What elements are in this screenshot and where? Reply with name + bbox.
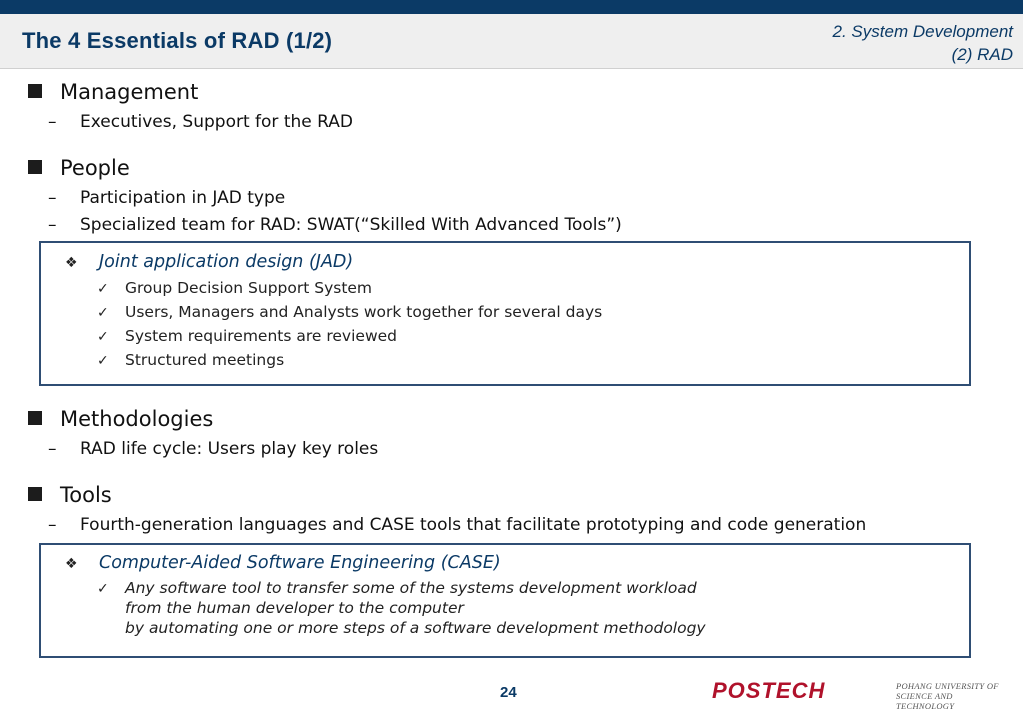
check-item-continuation: by automating one or more steps of a sof… <box>125 619 706 637</box>
heading-text: Methodologies <box>60 407 214 431</box>
jad-box-heading: ❖ Joint application design (JAD) <box>65 251 353 274</box>
sub-item: – Specialized team for RAD: SWAT(“Skilled… <box>48 214 622 236</box>
diamond-bullet-icon: ❖ <box>65 556 78 572</box>
logo-wordmark: POSTECH <box>712 678 826 703</box>
heading-people: People <box>28 155 130 181</box>
case-box-heading-text: Computer-Aided Software Engineering (CAS… <box>99 553 501 573</box>
sub-item: – Executives, Support for the RAD <box>48 111 353 133</box>
square-bullet-icon <box>28 487 42 501</box>
heading-management: Management <box>28 79 198 105</box>
square-bullet-icon <box>28 411 42 425</box>
slide-title: The 4 Essentials of RAD (1/2) <box>22 28 333 53</box>
sub-item-text: Fourth-generation languages and CASE too… <box>80 515 867 535</box>
case-callout-box: ❖ Computer-Aided Software Engineering (CA… <box>39 543 971 658</box>
check-item-text: Group Decision Support System <box>125 279 373 297</box>
checkmark-icon: ✓ <box>97 353 109 369</box>
sub-item-text: Executives, Support for the RAD <box>80 112 353 132</box>
checkmark-icon: ✓ <box>97 329 109 345</box>
heading-methodologies: Methodologies <box>28 406 213 432</box>
logo-university-name: POHANG UNIVERSITY OF SCIENCE AND TECHNOL… <box>896 681 1012 711</box>
sub-item-text: Participation in JAD type <box>80 188 286 208</box>
dash-bullet: – <box>48 188 57 208</box>
logo-line1: POHANG UNIVERSITY OF <box>896 681 999 691</box>
check-item: ✓ Users, Managers and Analysts work toget… <box>97 300 602 325</box>
sub-item: – Fourth-generation languages and CASE to… <box>48 514 866 536</box>
check-item-continuation: from the human developer to the computer <box>125 599 464 617</box>
top-accent-bar <box>0 0 1023 14</box>
section-label-line1: 2. System Development <box>832 22 1013 41</box>
checkmark-icon: ✓ <box>97 281 109 297</box>
jad-box-heading-text: Joint application design (JAD) <box>99 252 354 272</box>
heading-tools: Tools <box>28 482 112 508</box>
dash-bullet: – <box>48 439 57 459</box>
sub-item: – RAD life cycle: Users play key roles <box>48 438 378 460</box>
diamond-bullet-icon: ❖ <box>65 255 78 271</box>
heading-text: Tools <box>60 483 112 507</box>
case-box-heading: ❖ Computer-Aided Software Engineering (CA… <box>65 552 501 575</box>
dash-bullet: – <box>48 112 57 132</box>
check-item: ✓ Group Decision Support System <box>97 276 372 301</box>
check-item-text: Structured meetings <box>125 351 285 369</box>
check-item-text: System requirements are reviewed <box>125 327 397 345</box>
checkmark-icon: ✓ <box>97 581 109 597</box>
check-item-text: Users, Managers and Analysts work togeth… <box>125 303 603 321</box>
sub-item: – Participation in JAD type <box>48 187 285 209</box>
page-number: 24 <box>500 684 517 701</box>
heading-text: People <box>60 156 130 180</box>
section-label: 2. System Development (2) RAD <box>833 20 1013 66</box>
sub-item-text: RAD life cycle: Users play key roles <box>80 439 379 459</box>
logo-line2: SCIENCE AND TECHNOLOGY <box>896 691 955 711</box>
heading-text: Management <box>60 80 199 104</box>
jad-callout-box: ❖ Joint application design (JAD) ✓ Group D… <box>39 241 971 386</box>
check-item: ✓ Structured meetings <box>97 348 284 373</box>
slide-header: The 4 Essentials of RAD (1/2) 2. System … <box>0 14 1023 69</box>
check-item: ✓ System requirements are reviewed <box>97 324 397 349</box>
dash-bullet: – <box>48 515 57 535</box>
section-label-line2: (2) RAD <box>951 45 1013 64</box>
postech-logo: POSTECH POHANG UNIVERSITY OF SCIENCE AND… <box>712 678 1012 711</box>
square-bullet-icon <box>28 160 42 174</box>
square-bullet-icon <box>28 84 42 98</box>
sub-item-text: Specialized team for RAD: SWAT(“Skilled … <box>80 215 622 235</box>
checkmark-icon: ✓ <box>97 305 109 321</box>
dash-bullet: – <box>48 215 57 235</box>
check-item-text: Any software tool to transfer some of th… <box>125 579 697 597</box>
check-item: ✓ Any software tool to transfer some of t… <box>97 576 697 601</box>
